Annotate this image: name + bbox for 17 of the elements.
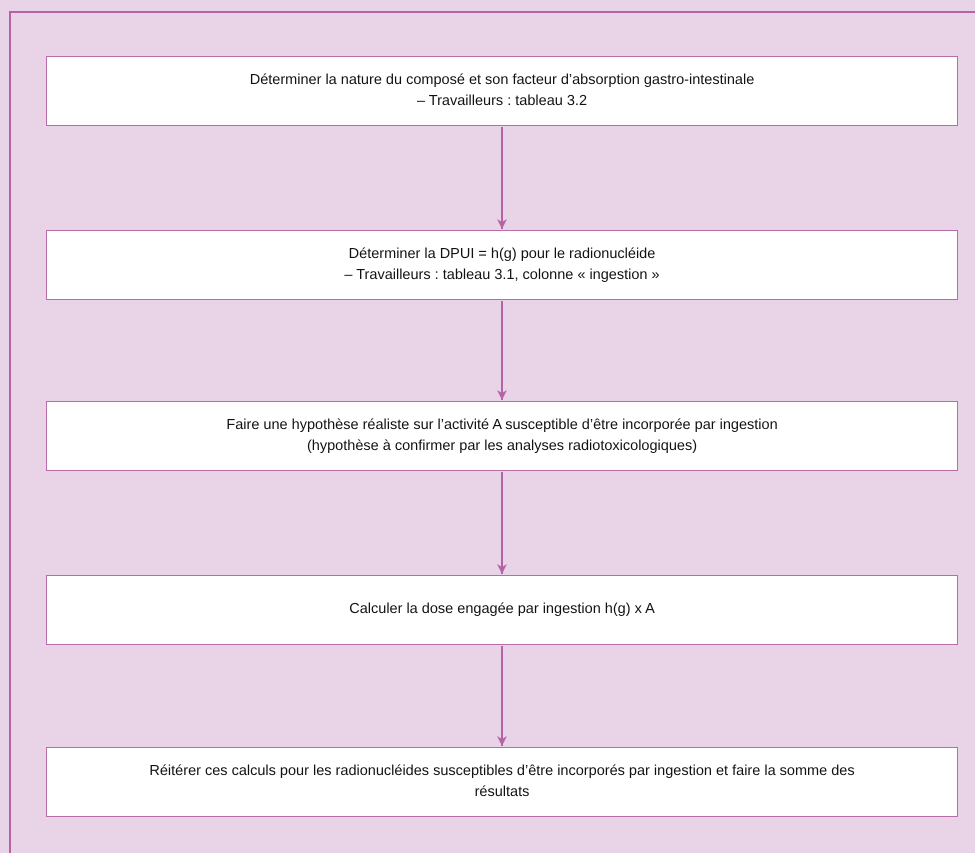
step-text: Réitérer ces calculs pour les radionucléides susceptibles d’être incorporés par ingestion et faire la somme des résultats bbox=[148, 762, 856, 802]
step-text: Déterminer la DPUI = h(g) pour le radionucléide bbox=[348, 244, 656, 264]
step-text: Calculer la dose engagée par ingestion h(g) x A bbox=[349, 600, 655, 620]
process-box bbox=[46, 401, 958, 471]
step-text: (hypothèse à confirmer par les analyses radiotoxicologiques) bbox=[306, 437, 698, 456]
process-box bbox=[46, 747, 958, 817]
step-text: Faire une hypothèse réaliste sur l’activité A susceptible d’être incorporée par ingestion bbox=[226, 416, 778, 435]
process-box bbox=[46, 56, 958, 126]
step-text: – Travailleurs : tableau 3.1, colonne « ingestion » bbox=[344, 266, 660, 285]
arrow bbox=[497, 472, 507, 574]
step-text: – Travailleurs : tableau 3.2 bbox=[416, 92, 588, 111]
arrow bbox=[497, 646, 507, 746]
process-box bbox=[46, 575, 958, 645]
arrow bbox=[497, 301, 507, 400]
arrow bbox=[497, 127, 507, 229]
step-text: Déterminer la nature du composé et son facteur d’absorption gastro-intestinale bbox=[250, 70, 754, 90]
process-box bbox=[46, 230, 958, 300]
